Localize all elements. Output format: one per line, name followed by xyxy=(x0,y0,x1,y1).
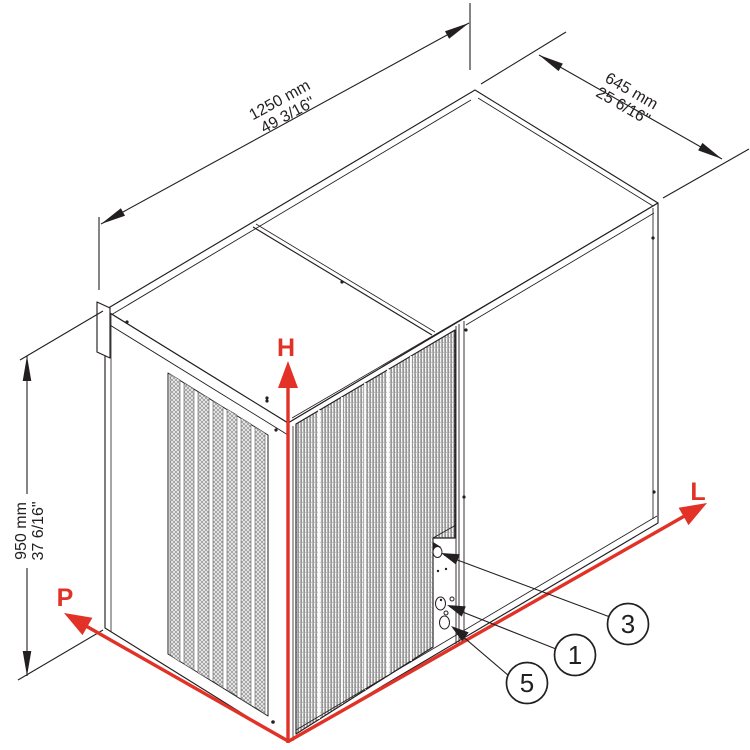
corner-flange xyxy=(96,301,111,359)
fitting-5-screw xyxy=(443,610,449,616)
dimension-height: 950 mm 37 6/16" xyxy=(13,310,104,681)
dim-line xyxy=(100,22,470,225)
height-mm-label: 950 mm xyxy=(13,502,30,560)
screw-dot xyxy=(125,320,129,324)
grille-seams xyxy=(318,356,412,719)
left-top-rail xyxy=(104,321,289,436)
dim-arrowhead xyxy=(101,208,126,224)
screw-dot xyxy=(444,567,448,571)
screw-dot xyxy=(464,328,468,332)
dim-arrowhead xyxy=(444,23,469,39)
fitting-1-screw xyxy=(449,596,455,602)
leader-arrowhead xyxy=(441,553,460,565)
grille-notch-top xyxy=(432,524,457,539)
corner-post xyxy=(455,321,465,644)
top-edge-inset-nw xyxy=(110,99,472,316)
service-fittings xyxy=(432,542,455,630)
screw-dot xyxy=(265,399,269,403)
callout-5: 5 xyxy=(451,626,549,705)
callouts: 3 1 5 xyxy=(441,553,650,705)
leader-line xyxy=(449,606,557,650)
axis-p-line xyxy=(85,624,289,743)
ext-line xyxy=(19,310,104,361)
screw-dot xyxy=(265,396,269,400)
callout-circle xyxy=(505,661,549,705)
front-face xyxy=(287,202,659,743)
axis-l-arrowhead xyxy=(678,503,707,526)
screw-dot xyxy=(274,428,278,432)
dim-arrowhead xyxy=(22,356,32,381)
fitting-3 xyxy=(432,546,443,558)
axis-l: L xyxy=(288,478,707,743)
axis-h-arrowhead xyxy=(278,361,298,388)
top-face xyxy=(104,89,659,424)
screw-dot xyxy=(271,720,275,724)
callout-3: 3 xyxy=(441,553,650,646)
leader-arrowhead xyxy=(451,626,469,642)
dim-line xyxy=(538,54,723,160)
reference-axes: H L P xyxy=(57,334,707,743)
callout-3-number: 3 xyxy=(621,609,635,639)
ext-line xyxy=(662,148,750,199)
axis-l-label: L xyxy=(690,478,705,506)
dim-arrowhead xyxy=(698,142,722,159)
axis-h-label: H xyxy=(277,334,295,362)
screw-dot xyxy=(439,598,443,602)
screw-dot xyxy=(651,236,655,240)
louver-strips xyxy=(169,373,266,715)
top-edge-inset-ne xyxy=(477,97,654,207)
height-inch-label: 37 6/16" xyxy=(30,501,47,560)
axis-l-line xyxy=(288,512,689,743)
side-panel-top-inset xyxy=(465,212,655,326)
axis-p-label: P xyxy=(57,584,74,612)
callout-circle xyxy=(553,633,597,677)
screw-dot xyxy=(462,495,466,499)
top-panel-seam-2 xyxy=(255,223,436,333)
ext-line xyxy=(17,629,104,681)
bottom-rail xyxy=(295,515,658,731)
screw-dot xyxy=(436,569,440,573)
fitting-1 xyxy=(435,596,446,611)
axis-p-arrowhead xyxy=(64,613,93,636)
callout-1-number: 1 xyxy=(568,640,582,670)
axis-p: P xyxy=(57,584,289,743)
callout-5-number: 5 xyxy=(520,668,534,698)
callout-1: 1 xyxy=(447,605,597,677)
ext-line xyxy=(480,31,567,85)
dim-arrowhead xyxy=(22,651,32,676)
screw-dot xyxy=(652,490,656,494)
callout-circle xyxy=(606,602,650,646)
dim-arrowhead xyxy=(539,55,563,72)
screw-dot xyxy=(340,280,344,284)
fitting-5 xyxy=(439,615,450,630)
axis-h: H xyxy=(277,334,298,743)
leader-arrowhead xyxy=(447,605,466,617)
leader-line xyxy=(443,554,611,618)
